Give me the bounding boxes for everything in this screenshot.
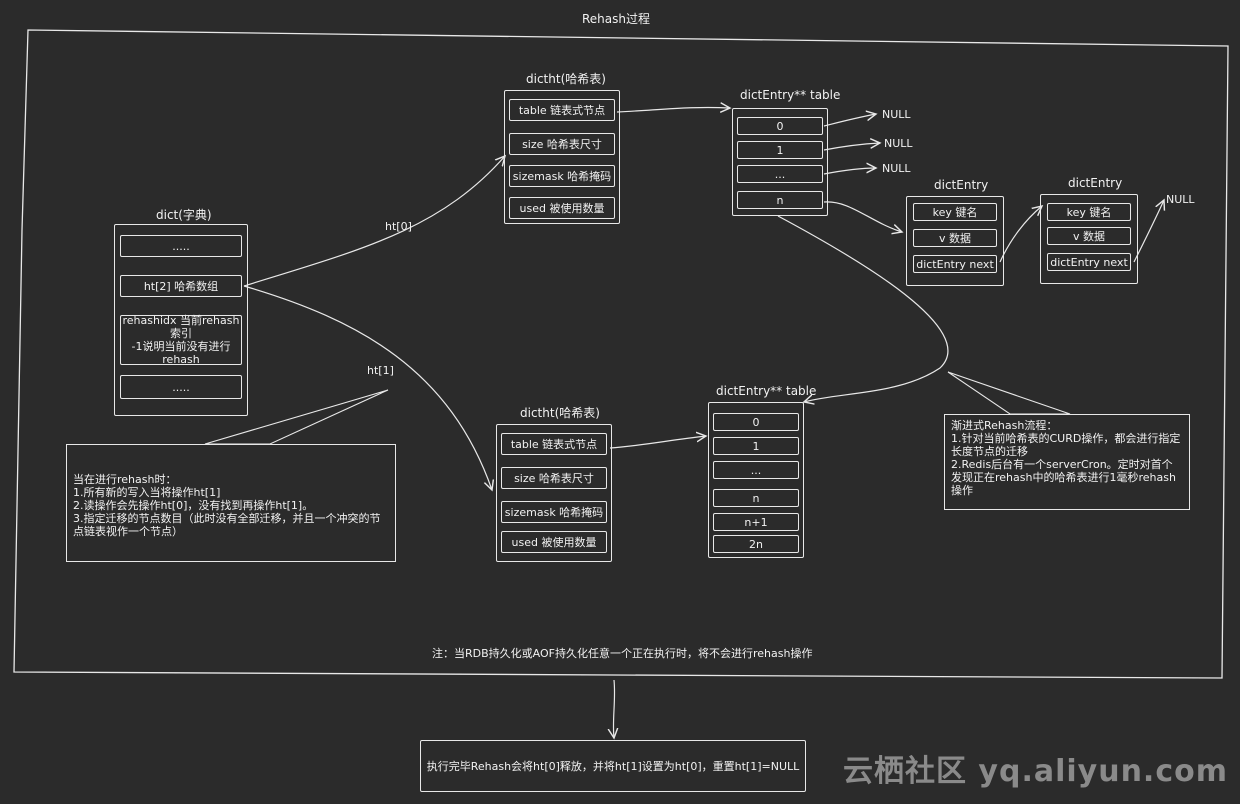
table-top-title: dictEntry** table — [740, 88, 841, 102]
null-label: NULL — [884, 137, 913, 150]
dictht-bottom-title: dictht(哈希表) — [520, 406, 600, 420]
dictht-bottom-row: sizemask 哈希掩码 — [501, 501, 607, 523]
note-left-line: 当在进行rehash时： — [73, 473, 177, 486]
table-bottom-row: n+1 — [713, 513, 799, 531]
note-right-callout — [947, 371, 1071, 415]
entry1-row: v 数据 — [913, 229, 997, 247]
null-label: NULL — [882, 108, 911, 121]
entry1-row: key 键名 — [913, 203, 997, 221]
watermark: 云栖社区 yq.aliyun.com — [842, 754, 1228, 789]
note-right-line: 2.Redis后台有一个serverCron。定时对首个发现正在rehash中的… — [951, 458, 1176, 497]
note-right-line: 渐进式Rehash流程： — [951, 419, 1058, 432]
entry-null-label: NULL — [1166, 193, 1195, 206]
top-table-arrow — [616, 107, 730, 112]
dict-title: dict(字典) — [156, 208, 212, 222]
ht0-label: ht[0] — [385, 220, 412, 233]
entry1-title: dictEntry — [934, 178, 989, 192]
dict-box: ..... ht[2] 哈希数组 rehashidx 当前rehash索引 -1… — [114, 224, 248, 416]
entry2-row: v 数据 — [1047, 227, 1131, 245]
progressive-rehash-note: 渐进式Rehash流程： 1.针对当前哈希表的CURD操作，都会进行指定长度节点… — [944, 414, 1190, 510]
entry2-row: dictEntry next — [1047, 253, 1131, 271]
table-bottom-row: 2n — [713, 535, 799, 553]
dictht-bottom-row: size 哈希表尺寸 — [501, 467, 607, 489]
entry1-row: dictEntry next — [913, 255, 997, 273]
n-to-entry-arrow — [823, 201, 902, 232]
table-top-box: 0 1 ... n — [732, 108, 828, 216]
note-left-line: 1.所有新的写入当将操作ht[1] — [73, 486, 221, 499]
note-right-line: 1.针对当前哈希表的CURD操作，都会进行指定长度节点的迁移 — [951, 432, 1181, 458]
diagram-title: Rehash过程 — [582, 12, 650, 26]
dict-row-rehashidx: rehashidx 当前rehash索引 -1说明当前没有进行 rehash — [120, 314, 242, 366]
final-arrow — [613, 679, 614, 738]
table-top-row: 1 — [737, 141, 823, 159]
final-note: 执行完毕Rehash会将ht[0]释放，并将ht[1]设置为ht[0]，重置ht… — [420, 740, 806, 792]
table-top-row: 0 — [737, 117, 823, 135]
null-arrow-0 — [823, 114, 876, 127]
dict-row: ..... — [120, 375, 242, 399]
dictht-top-title: dictht(哈希表) — [526, 72, 606, 86]
dict-row-ht2: ht[2] 哈希数组 — [120, 275, 242, 297]
null-arrow-1 — [823, 143, 880, 151]
table-bottom-row: 1 — [713, 437, 799, 455]
entry1-box: key 键名 v 数据 dictEntry next — [906, 196, 1004, 286]
entry2-box: key 键名 v 数据 dictEntry next — [1040, 194, 1138, 284]
null-arrow-2 — [823, 168, 876, 175]
null-label: NULL — [882, 162, 911, 175]
footer-note: 注：当RDB持久化或AOF持久化任意一个正在执行时，将不会进行rehash操作 — [432, 647, 813, 660]
table-top-row: n — [737, 191, 823, 209]
dictht-bottom-row: used 被使用数量 — [501, 531, 607, 553]
ht1-label: ht[1] — [367, 364, 394, 377]
table-top-row: ... — [737, 165, 823, 183]
dictht-top-row: table 链表式节点 — [509, 99, 615, 121]
entry2-null-arrow — [1133, 200, 1164, 263]
table-bottom-box: 0 1 ... n n+1 2n — [708, 402, 804, 558]
entry-next-arrow — [999, 206, 1042, 263]
table-bottom-row: ... — [713, 461, 799, 479]
table-bottom-title: dictEntry** table — [716, 384, 817, 398]
entry2-row: key 键名 — [1047, 203, 1131, 221]
dictht-top-box: table 链表式节点 size 哈希表尺寸 sizemask 哈希掩码 use… — [504, 90, 620, 224]
ht0-arrow — [243, 156, 505, 287]
dictht-bottom-box: table 链表式节点 size 哈希表尺寸 sizemask 哈希掩码 use… — [496, 424, 612, 562]
table-bottom-row: n — [713, 489, 799, 507]
dictht-bottom-row: table 链表式节点 — [501, 433, 607, 455]
rehash-note: 当在进行rehash时： 1.所有新的写入当将操作ht[1] 2.读操作会先操作… — [66, 444, 396, 562]
dictht-top-row: sizemask 哈希掩码 — [509, 165, 615, 187]
note-left-line: 2.读操作会先操作ht[0]，没有找到再操作ht[1]。 — [73, 499, 314, 512]
note-left-line: 3.指定迁移的节点数目（此时没有全部迁移，并且一个冲突的节点链表视作一个节点） — [73, 512, 381, 538]
dict-row: ..... — [120, 235, 242, 257]
table-bottom-row: 0 — [713, 413, 799, 431]
dictht-top-row: size 哈希表尺寸 — [509, 133, 615, 155]
dictht-top-row: used 被使用数量 — [509, 197, 615, 219]
bottom-table-arrow — [609, 436, 706, 449]
entry2-title: dictEntry — [1068, 176, 1123, 190]
